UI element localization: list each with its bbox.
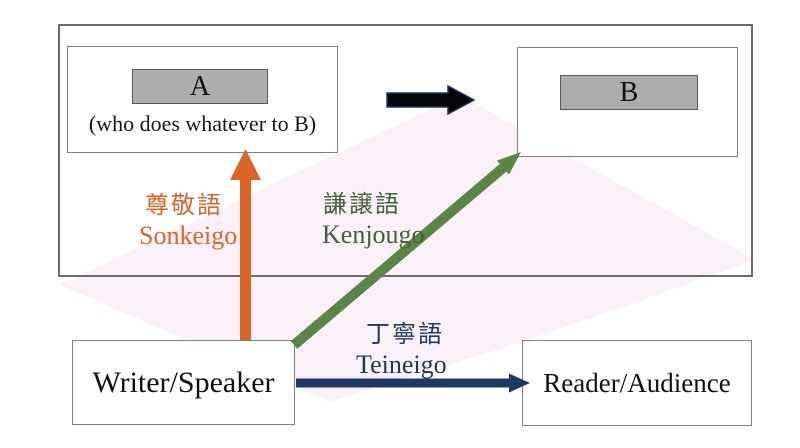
subject-a-description: (who does whatever to B) bbox=[88, 111, 317, 136]
writer-speaker-label: Writer/Speaker bbox=[92, 365, 275, 399]
kenjougo-kanji-label: 謙譲語 bbox=[323, 192, 401, 218]
sonkeigo-romaji-label: Sonkeigo bbox=[139, 221, 238, 250]
subject-a-box: A (who does whatever to B) bbox=[67, 46, 338, 153]
writer-speaker-box: Writer/Speaker bbox=[72, 340, 295, 425]
target-b-box: B bbox=[517, 47, 738, 157]
target-b-label: B bbox=[619, 76, 639, 108]
subject-a-label: A bbox=[189, 70, 211, 102]
teineigo-kanji-label: 丁寧語 bbox=[366, 322, 444, 348]
teineigo-romaji-label: Teineigo bbox=[356, 350, 447, 379]
subject-a-chip: A bbox=[132, 69, 268, 104]
target-b-chip: B bbox=[560, 75, 698, 110]
kenjougo-romaji-label: Kenjougo bbox=[322, 220, 425, 249]
reader-audience-label: Reader/Audience bbox=[543, 367, 731, 398]
sonkeigo-kanji-label: 尊敬語 bbox=[145, 193, 223, 219]
reader-audience-box: Reader/Audience bbox=[522, 340, 752, 426]
